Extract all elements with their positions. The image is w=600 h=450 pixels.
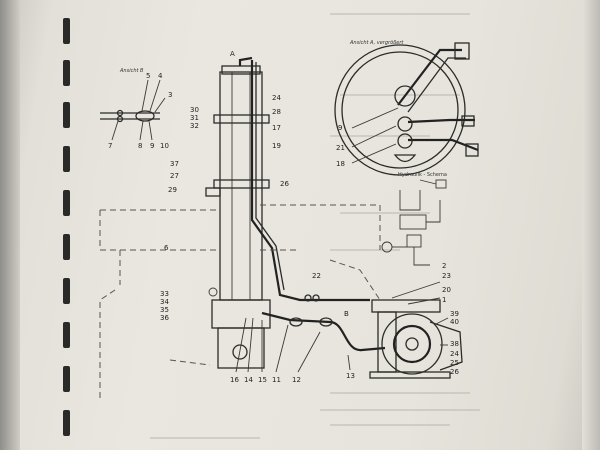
schematic-title: Hydraulik - Schema: [398, 172, 447, 178]
label-5: 5: [146, 72, 150, 80]
view-b-title: Ansicht B: [119, 68, 144, 74]
label-b-arrow: B: [344, 310, 349, 318]
label-14: 14: [244, 376, 253, 384]
label-11: 11: [272, 376, 281, 384]
label-28-mid: 26: [280, 180, 289, 188]
label-4: 4: [158, 72, 163, 80]
view-a-enlarged: [334, 42, 479, 176]
label-38: 38: [450, 340, 459, 348]
label-6: 6: [164, 244, 169, 252]
label-35: 35: [160, 306, 169, 314]
view-a-title: Ansicht A, vergrößert: [349, 40, 404, 46]
label-view-a-18: 18: [336, 160, 345, 168]
label-30: 30: [190, 106, 199, 114]
label-view-b-9: 9: [150, 142, 154, 150]
label-7: 7: [108, 142, 112, 150]
label-15: 15: [258, 376, 267, 384]
label-a-arrow: A: [230, 50, 235, 58]
label-13: 13: [346, 372, 355, 380]
label-24-bottom: 24: [450, 350, 459, 358]
label-28-top: 28: [272, 108, 281, 116]
label-27: 27: [170, 172, 179, 180]
label-39: 39: [450, 310, 459, 318]
label-40: 40: [450, 318, 459, 326]
label-37-a: 37: [170, 160, 179, 168]
label-26-bottom: 26: [450, 368, 459, 376]
label-12: 12: [292, 376, 301, 384]
label-20: 20: [442, 286, 451, 294]
label-31: 31: [190, 114, 199, 122]
drawing-labels: Ansicht B Ansicht A, vergrößert Hydrauli…: [108, 40, 459, 384]
punch-holes: [60, 0, 74, 450]
next-sheet-edge: [582, 0, 600, 450]
label-17: 17: [272, 124, 281, 132]
view-b-detail: [100, 79, 166, 141]
label-32: 32: [190, 122, 199, 130]
label-29: 29: [168, 186, 177, 194]
label-36: 36: [160, 314, 169, 322]
pump-unit: [369, 281, 463, 379]
vehicle-frame: [99, 204, 381, 400]
label-view-a-21: 21: [336, 144, 345, 152]
hydraulic-schematic: [381, 179, 447, 266]
label-34: 34: [160, 298, 169, 306]
binder-spine: [0, 0, 20, 450]
label-2: 2: [442, 262, 446, 270]
label-1: 1: [442, 296, 446, 304]
label-16: 16: [230, 376, 239, 384]
label-3: 3: [168, 91, 172, 99]
label-33: 33: [160, 290, 169, 298]
label-23: 23: [442, 272, 451, 280]
label-25: 25: [450, 359, 459, 367]
label-10: 10: [160, 142, 169, 150]
bleed-through-text: [150, 13, 480, 439]
label-19: 19: [272, 142, 281, 150]
label-8: 8: [138, 142, 142, 150]
label-view-a-9: 9: [338, 124, 342, 132]
label-22: 22: [312, 272, 321, 280]
mast-assembly: [205, 56, 386, 373]
label-24-top: 24: [272, 94, 281, 102]
